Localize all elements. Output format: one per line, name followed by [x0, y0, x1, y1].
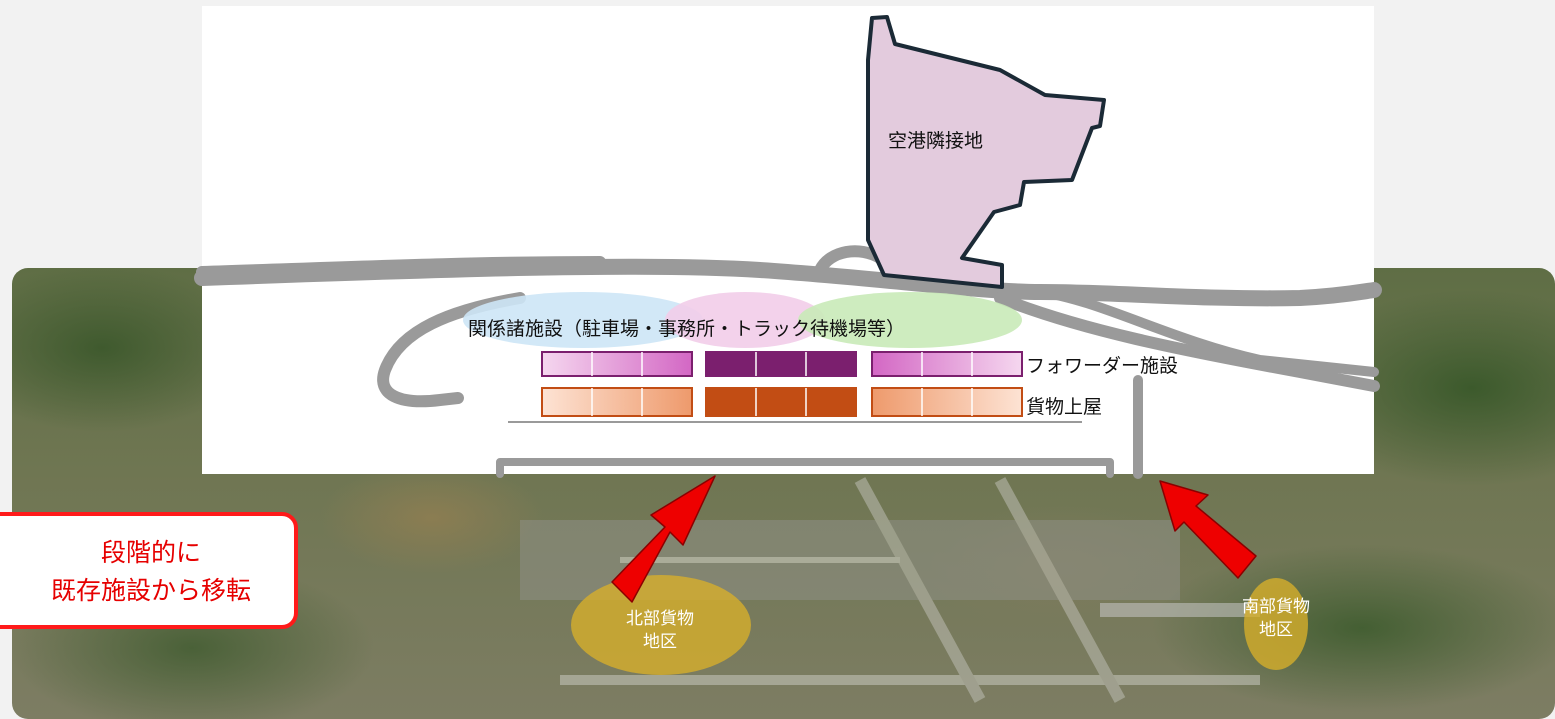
cargo-warehouse-label: 貨物上屋: [1026, 396, 1103, 418]
north-cargo-area-label: 北部貨物 地区: [626, 609, 694, 652]
related-facilities-zone: [463, 292, 1022, 348]
adjacent-land-area: [866, 15, 1106, 289]
north-cargo-zone: [571, 575, 751, 675]
forwarder-dividers: [591, 352, 973, 376]
cargo-warehouse-blocks: [541, 387, 1023, 417]
relocation-callout: 段階的に 既存施設から移転: [0, 512, 298, 629]
north-arrow: [611, 475, 716, 603]
south-cargo-area-label: 南部貨物 地区: [1242, 597, 1310, 640]
forwarder-facility-blocks: [541, 351, 1023, 377]
south-arrow: [1159, 480, 1257, 579]
road-outline: [194, 245, 1382, 479]
related-facilities-label: 関係諸施設（駐車場・事務所・トラック待機場等）: [468, 318, 906, 340]
south-cargo-zone: [1244, 578, 1308, 670]
relocation-callout-text: 段階的に 既存施設から移転: [50, 538, 251, 605]
forwarder-facilities-label: フォワーダー施設: [1026, 355, 1179, 377]
adjacent-land-label: 空港隣接地: [888, 130, 984, 152]
warehouse-dividers: [591, 388, 973, 416]
